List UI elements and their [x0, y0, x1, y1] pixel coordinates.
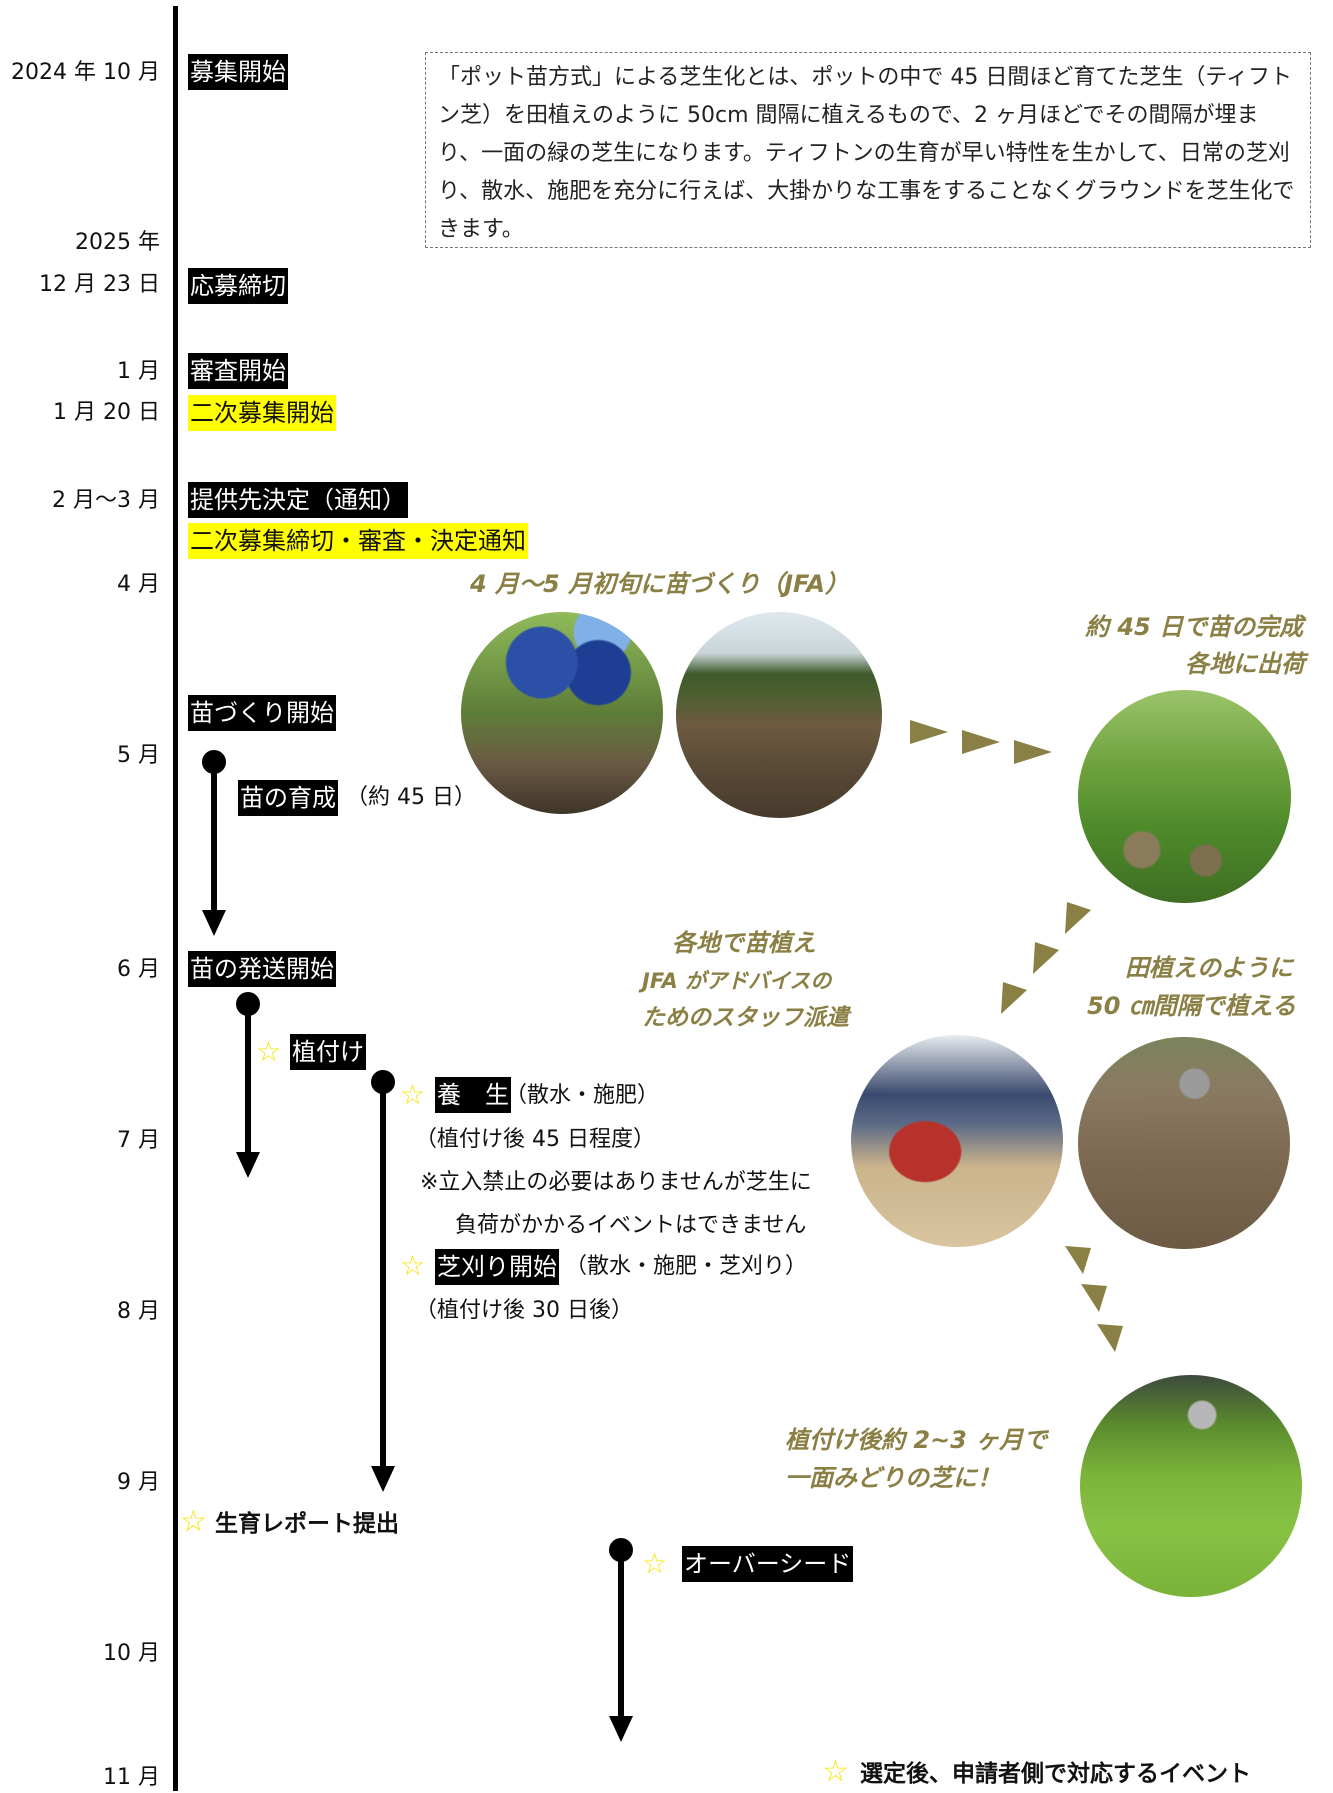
- triangle-icon: [1065, 1246, 1091, 1274]
- star-icon: ☆: [400, 1249, 426, 1282]
- date-label: 4 月: [117, 572, 160, 597]
- date-label: 2024 年 10 月: [11, 60, 160, 85]
- event-decision: 提供先決定（通知）: [188, 482, 408, 518]
- event-cure-period: （植付け後 45 日程度）: [415, 1127, 655, 1152]
- date-label: 6 月: [117, 957, 160, 982]
- triangle-icon: [1014, 740, 1052, 764]
- date-label: 1 月: [117, 359, 160, 384]
- date-label: 11 月: [103, 1765, 160, 1790]
- event-mow-note: （散水・施肥・芝刈り）: [565, 1254, 808, 1279]
- event-report: 生育レポート提出: [215, 1511, 399, 1537]
- triangle-icon: [910, 720, 948, 744]
- photo-grown-seedlings: [1078, 690, 1291, 903]
- event-review-start: 審査開始: [188, 353, 288, 389]
- date-label: 5 月: [117, 743, 160, 768]
- event-overseed: オーバーシード: [682, 1546, 854, 1582]
- date-label: 1 月 20 日: [53, 400, 160, 425]
- triangle-icon: [962, 730, 1000, 754]
- caption-plant-3: ためのスタッフ派遣: [642, 1005, 849, 1031]
- triangle-icon: [1081, 1284, 1107, 1312]
- triangle-icon: [1033, 942, 1059, 974]
- flow-arrows-down-right: [1065, 1246, 1123, 1352]
- event-mow-period: （植付け後 30 日後）: [415, 1298, 633, 1323]
- triangle-icon: [1001, 982, 1027, 1014]
- event-recruit-start: 募集開始: [188, 54, 288, 90]
- arrow-head: [202, 910, 226, 936]
- date-label: 8 月: [117, 1299, 160, 1324]
- date-label: 9 月: [117, 1470, 160, 1495]
- caution-line-2: 負荷がかかるイベントはできません: [455, 1213, 807, 1238]
- photo-seedling-trays: [676, 612, 882, 818]
- arrow-line: [211, 760, 217, 912]
- event-cure-note: （散水・施肥）: [505, 1083, 660, 1108]
- triangle-icon: [1097, 1324, 1123, 1352]
- arrow-head: [609, 1716, 633, 1742]
- caption-green-2: 一面みどりの芝に！: [785, 1464, 1001, 1492]
- star-icon: ☆: [822, 1754, 849, 1789]
- arrow-line: [618, 1548, 624, 1718]
- star-icon: ☆: [256, 1035, 282, 1068]
- event-second-close: 二次募集締切・審査・決定通知: [188, 523, 528, 559]
- photo-green-field: [1080, 1375, 1302, 1597]
- event-mow: 芝刈り開始: [435, 1249, 559, 1285]
- photo-staff-planting: [851, 1035, 1063, 1247]
- triangle-icon: [1065, 902, 1091, 934]
- caption-plant-2: JFA がアドバイスの: [642, 969, 832, 993]
- flow-arrows-right: [910, 720, 1052, 764]
- caption-green-1: 植付け後約 2~3 ヶ月で: [785, 1426, 1048, 1454]
- arrow-head: [371, 1466, 395, 1492]
- event-cure: 養 生: [435, 1077, 511, 1113]
- event-grow-note: （約 45 日）: [346, 785, 476, 810]
- caption-rice-2: 50 ㎝間隔で植える: [1087, 992, 1297, 1020]
- caption-complete: 約 45 日で苗の完成: [1085, 613, 1304, 641]
- caption-seedling: 4 月～5 月初旬に苗づくり（JFA）: [470, 570, 849, 598]
- photo-kids-making-seedlings: [461, 612, 663, 814]
- caption-rice-1: 田植えのように: [1125, 954, 1293, 982]
- timeline-axis: [173, 6, 178, 1791]
- event-second-recruit: 二次募集開始: [188, 395, 336, 431]
- event-plant: 植付け: [290, 1034, 366, 1070]
- date-label: 12 月 23 日: [39, 272, 160, 297]
- event-deadline: 応募締切: [188, 268, 288, 304]
- event-grow: 苗の育成: [238, 780, 338, 816]
- star-icon: ☆: [180, 1504, 207, 1539]
- star-icon: ☆: [642, 1547, 668, 1580]
- caution-line-1: ※立入禁止の必要はありませんが芝生に: [420, 1170, 812, 1195]
- date-label: 2025 年: [75, 230, 160, 255]
- info-box: 「ポット苗方式」による芝生化とは、ポットの中で 45 日間ほど育てた芝生（ティフ…: [425, 52, 1311, 248]
- event-seedling-start: 苗づくり開始: [188, 695, 336, 731]
- photo-planted-field: [1078, 1037, 1290, 1249]
- arrow-line: [380, 1080, 386, 1468]
- star-icon: ☆: [400, 1078, 426, 1111]
- arrow-head: [236, 1152, 260, 1178]
- caption-plant-1: 各地で苗植え: [672, 929, 816, 957]
- flow-arrows-down-left: [1001, 902, 1091, 1014]
- date-label: 2 月～3 月: [52, 488, 160, 513]
- event-ship: 苗の発送開始: [188, 951, 336, 987]
- legend-text: 選定後、申請者側で対応するイベント: [860, 1761, 1251, 1787]
- date-label: 7 月: [117, 1128, 160, 1153]
- caption-ship: 各地に出荷: [1185, 650, 1305, 678]
- date-label: 10 月: [103, 1641, 160, 1666]
- arrow-line: [245, 1002, 251, 1154]
